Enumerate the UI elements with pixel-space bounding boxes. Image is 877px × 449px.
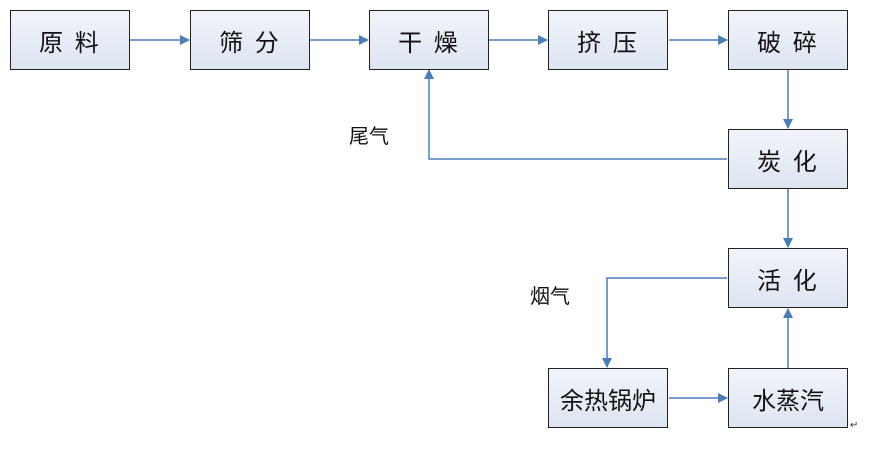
arrow-flue-gas-to-boiler (602, 277, 727, 368)
label-tail-gas: 尾气 (349, 124, 389, 148)
node-raw-material: 原 料 (10, 10, 130, 70)
node-activation: 活 化 (728, 248, 848, 308)
node-drying: 干 燥 (369, 10, 489, 70)
node-extrusion: 挤 压 (548, 10, 668, 70)
node-carbonization: 炭 化 (728, 129, 848, 189)
label-flue-gas: 烟气 (530, 284, 570, 308)
node-screening: 筛 分 (190, 10, 310, 70)
paragraph-mark: ↵ (850, 420, 859, 431)
node-waste-heat-boiler: 余热锅炉 (548, 368, 668, 428)
node-crushing: 破 碎 (728, 10, 848, 70)
arrow-tail-gas-to-drying (424, 69, 727, 160)
node-steam: 水蒸汽 (728, 368, 848, 428)
